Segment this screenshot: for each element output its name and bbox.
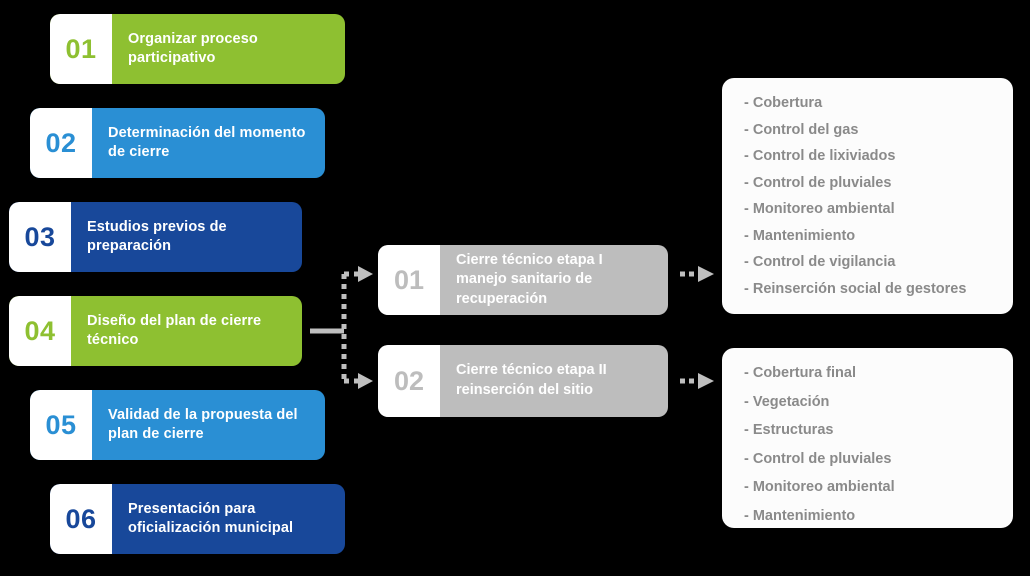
stage-number-panel: 02 xyxy=(378,345,440,417)
step-card-06[interactable]: 06 Presentación para oficialización muni… xyxy=(50,484,345,554)
step-number: 05 xyxy=(45,409,77,440)
step-card-05[interactable]: 05 Validad de la propuesta del plan de c… xyxy=(30,390,325,460)
step-body: Presentación para oficialización municip… xyxy=(112,484,345,554)
outcome-list-item: - Vegetación xyxy=(744,393,830,410)
step-number-panel: 03 xyxy=(9,202,71,272)
stage-label: Cierre técnico etapa I manejo sanitario … xyxy=(456,251,603,307)
stage-number-panel: 01 xyxy=(378,245,440,315)
stage-card-01[interactable]: 01 Cierre técnico etapa I manejo sanitar… xyxy=(378,245,668,315)
step-label: Determinación del momento de cierre xyxy=(108,124,306,160)
step-card-02[interactable]: 02 Determinación del momento de cierre xyxy=(30,108,325,178)
step-card-04[interactable]: 04 Diseño del plan de cierre técnico xyxy=(9,296,302,366)
step-number-panel: 02 xyxy=(30,108,92,178)
step-number: 01 xyxy=(65,33,97,64)
step-body: Organizar proceso participativo xyxy=(112,14,345,84)
step-number: 06 xyxy=(65,503,97,534)
outcome-list-item: - Control del gas xyxy=(744,121,859,138)
outcome-panel-etapa-1: - Cobertura - Control del gas - Control … xyxy=(722,78,1013,314)
step-number-panel: 04 xyxy=(9,296,71,366)
step-body: Diseño del plan de cierre técnico xyxy=(71,296,302,366)
step-number: 03 xyxy=(24,221,56,252)
connector-arrowhead-bottom xyxy=(358,373,373,389)
outcome-list-item: - Mantenimiento xyxy=(744,227,856,244)
outcome-list-item: - Cobertura xyxy=(744,95,823,111)
outcome-list-item: - Monitoreo ambiental xyxy=(744,201,895,217)
connector-arrowhead-outcome1 xyxy=(698,266,714,282)
stage-card-02[interactable]: 02 Cierre técnico etapa II reinserción d… xyxy=(378,345,668,417)
step-number-panel: 05 xyxy=(30,390,92,460)
connector-arrowhead-outcome2 xyxy=(698,373,714,389)
step-body: Validad de la propuesta del plan de cier… xyxy=(92,390,325,460)
outcome-list-item: - Control de pluviales xyxy=(744,450,892,467)
step-label: Diseño del plan de cierre técnico xyxy=(87,312,262,348)
step-label: Presentación para oficialización municip… xyxy=(128,500,294,536)
outcome-list-item: - Control de vigilancia xyxy=(744,254,896,270)
outcome-list-item: - Monitoreo ambiental xyxy=(744,479,895,495)
step-number-panel: 06 xyxy=(50,484,112,554)
outcome-list-item: - Control de lixiviados xyxy=(744,148,896,164)
step-number: 04 xyxy=(24,315,56,346)
connector-arrowhead-top xyxy=(358,266,373,282)
stage-label: Cierre técnico etapa II reinserción del … xyxy=(456,362,607,398)
step-card-01[interactable]: 01 Organizar proceso participativo xyxy=(50,14,345,84)
step-body: Determinación del momento de cierre xyxy=(92,108,325,178)
outcome-list-item: - Mantenimiento xyxy=(744,507,856,524)
step-body: Estudios previos de preparación xyxy=(71,202,302,272)
step-label: Validad de la propuesta del plan de cier… xyxy=(108,406,298,442)
stage-body: Cierre técnico etapa I manejo sanitario … xyxy=(440,245,668,315)
stage-number: 01 xyxy=(393,264,425,295)
outcome-panel-etapa-2: - Cobertura final - Vegetación - Estruct… xyxy=(722,348,1013,528)
step-label: Estudios previos de preparación xyxy=(87,218,227,254)
outcome-list-item: - Reinserción social de gestores xyxy=(744,280,967,297)
step-number-panel: 01 xyxy=(50,14,112,84)
outcome-list-item: - Control de pluviales xyxy=(744,174,892,191)
step-card-03[interactable]: 03 Estudios previos de preparación xyxy=(9,202,302,272)
step-label: Organizar proceso participativo xyxy=(128,30,258,66)
stage-body: Cierre técnico etapa II reinserción del … xyxy=(440,345,668,417)
step-number: 02 xyxy=(45,127,77,158)
outcome-list-item: - Estructuras xyxy=(744,422,834,438)
stage-number: 02 xyxy=(393,365,425,396)
outcome-list-item: - Cobertura final xyxy=(744,365,856,381)
